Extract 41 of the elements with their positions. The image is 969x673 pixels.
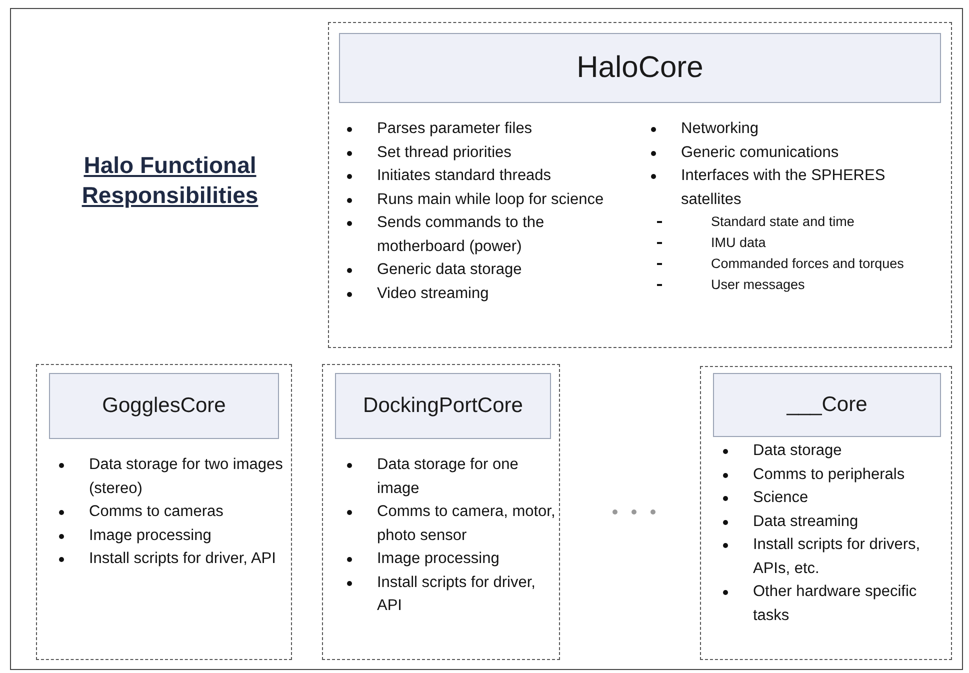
sub-list-item: User messages <box>649 274 939 295</box>
list-item: Networking <box>649 117 939 140</box>
list-item: Data storage <box>721 439 947 462</box>
list-item: Image processing <box>345 547 557 570</box>
module-panel <box>36 364 292 660</box>
list-item: Runs main while loop for science <box>345 188 635 211</box>
module-panel <box>328 22 952 348</box>
sub-list-item: Commanded forces and torques <box>649 253 939 274</box>
list-item: Video streaming <box>345 282 635 305</box>
list-item: Generic comunications <box>649 140 939 164</box>
module-panel <box>700 366 952 660</box>
list-item: Data streaming <box>721 510 947 533</box>
list-item: Data storage for two images (stereo) <box>57 453 287 500</box>
list-item: Install scripts for drivers, APIs, etc. <box>721 533 947 580</box>
list-item: Install scripts for driver, API <box>345 570 557 618</box>
module-name: DockingPortCore <box>363 394 523 418</box>
list-item: Install scripts for driver, API <box>57 547 287 570</box>
list-item: Initiates standard threads <box>345 164 635 188</box>
module-name: GogglesCore <box>102 394 226 418</box>
diagram-title: Halo Functional Responsibilities <box>80 151 260 210</box>
list-item: Other hardware specific tasks <box>721 580 947 627</box>
list-item: Comms to cameras <box>57 500 287 524</box>
module-panel <box>322 364 560 660</box>
list-item: Set thread priorities <box>345 140 635 164</box>
list-item: Comms to camera, motor, photo sensor <box>345 500 557 547</box>
list-item: Interfaces with the SPHERES satellites <box>649 164 939 211</box>
sub-list-item: IMU data <box>649 232 939 253</box>
module-header <box>339 33 941 103</box>
module-header <box>713 373 941 437</box>
module-header <box>335 373 551 439</box>
list-item: Generic data storage <box>345 258 635 282</box>
list-item: Data storage for one image <box>345 453 557 500</box>
list-item: Comms to peripherals <box>721 462 947 486</box>
list-item: Science <box>721 486 947 510</box>
module-header <box>49 373 279 439</box>
list-item: Image processing <box>57 524 287 547</box>
module-name: ___Core <box>786 393 868 417</box>
module-name: HaloCore <box>576 51 704 85</box>
sub-list-item: Standard state and time <box>649 211 939 232</box>
list-item: Parses parameter files <box>345 117 635 140</box>
list-item: Sends commands to the motherboard (power) <box>345 211 635 258</box>
